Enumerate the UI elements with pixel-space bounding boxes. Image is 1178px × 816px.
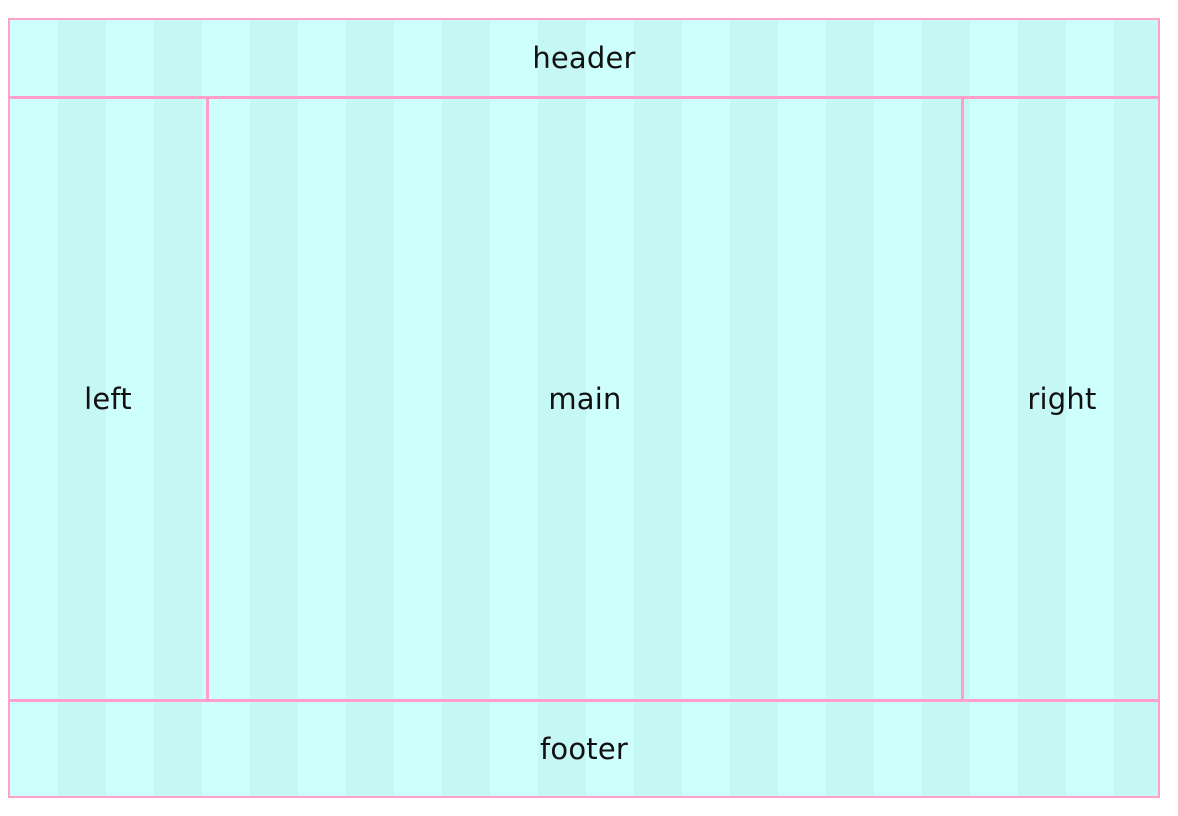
main-region: main xyxy=(209,99,961,699)
right-region: right xyxy=(961,99,1160,699)
right-label: right xyxy=(1027,382,1097,416)
footer-label: footer xyxy=(539,732,629,766)
left-label: left xyxy=(84,382,132,416)
header-label: header xyxy=(532,41,636,75)
left-region: left xyxy=(10,99,209,699)
layout-grid: header left main right footer xyxy=(8,18,1160,798)
main-label: main xyxy=(548,382,622,416)
footer-region: footer xyxy=(10,699,1158,796)
header-region: header xyxy=(10,20,1158,99)
